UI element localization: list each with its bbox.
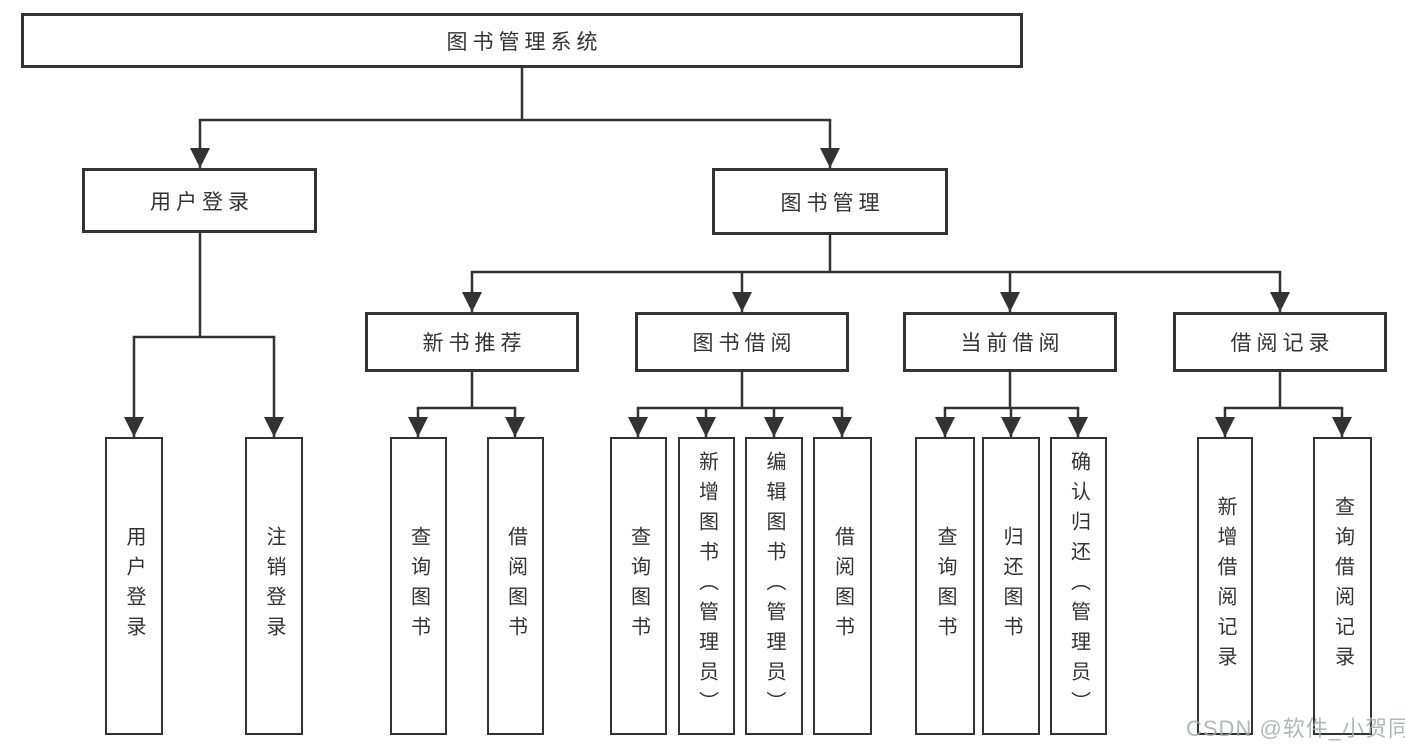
leaf-edit-books-admin: 编辑图书（管理员）: [745, 437, 803, 735]
node-borrow-records: 借阅记录: [1173, 312, 1387, 372]
node-user-login-label: 用户登录: [150, 190, 254, 214]
leaf-add-borrow-record: 新增借阅记录: [1197, 437, 1253, 735]
leaf-query-borrow-record: 查询借阅记录: [1313, 437, 1372, 735]
node-current-borrow-label: 当前借阅: [960, 332, 1065, 355]
node-current-borrow: 当前借阅: [903, 312, 1117, 372]
node-library-system-label: 图书管理系统: [446, 30, 603, 54]
leaf-borrow-books-label: 借阅图书: [831, 526, 854, 646]
node-book-management: 图书管理: [712, 168, 948, 235]
node-book-management-label: 图书管理: [780, 191, 885, 215]
node-library-system: 图书管理系统: [21, 13, 1023, 68]
leaf-user-login-label: 用户登录: [123, 526, 145, 646]
leaf-query-books-recommend-label: 查询图书: [407, 526, 430, 646]
leaf-return-books-label: 归还图书: [1000, 526, 1022, 646]
leaf-add-books-admin-label: 新增图书（管理员）: [695, 451, 718, 721]
leaf-query-books-borrow: 查询图书: [610, 437, 667, 735]
leaf-logout-login-label: 注销登录: [263, 526, 285, 646]
leaf-add-books-admin: 新增图书（管理员）: [678, 437, 735, 735]
leaf-user-login: 用户登录: [105, 437, 163, 735]
leaf-borrow-books-recommend-label: 借阅图书: [504, 526, 527, 646]
node-new-book-recommend-label: 新书推荐: [422, 332, 527, 355]
node-user-login: 用户登录: [82, 168, 317, 233]
csdn-watermark: CSDN @软件_小贺同学: [1186, 716, 1405, 741]
leaf-confirm-return-admin-label: 确认归还（管理员）: [1067, 451, 1090, 721]
leaf-borrow-books: 借阅图书: [813, 437, 872, 735]
leaf-query-borrow-record-label: 查询借阅记录: [1331, 496, 1354, 676]
leaf-confirm-return-admin: 确认归还（管理员）: [1050, 437, 1107, 735]
node-book-borrow: 图书借阅: [635, 312, 849, 372]
leaf-query-books-current: 查询图书: [915, 437, 975, 735]
leaf-logout-login: 注销登录: [245, 437, 303, 735]
leaf-return-books: 归还图书: [982, 437, 1040, 735]
leaf-query-books-current-label: 查询图书: [934, 526, 956, 646]
leaf-borrow-books-recommend: 借阅图书: [487, 437, 544, 735]
leaf-add-borrow-record-label: 新增借阅记录: [1214, 496, 1236, 676]
leaf-query-books-borrow-label: 查询图书: [627, 526, 650, 646]
node-book-borrow-label: 图书借阅: [692, 332, 797, 355]
node-new-book-recommend: 新书推荐: [365, 312, 579, 372]
node-borrow-records-label: 借阅记录: [1230, 332, 1335, 355]
leaf-query-books-recommend: 查询图书: [390, 437, 447, 735]
leaf-edit-books-admin-label: 编辑图书（管理员）: [763, 451, 785, 721]
